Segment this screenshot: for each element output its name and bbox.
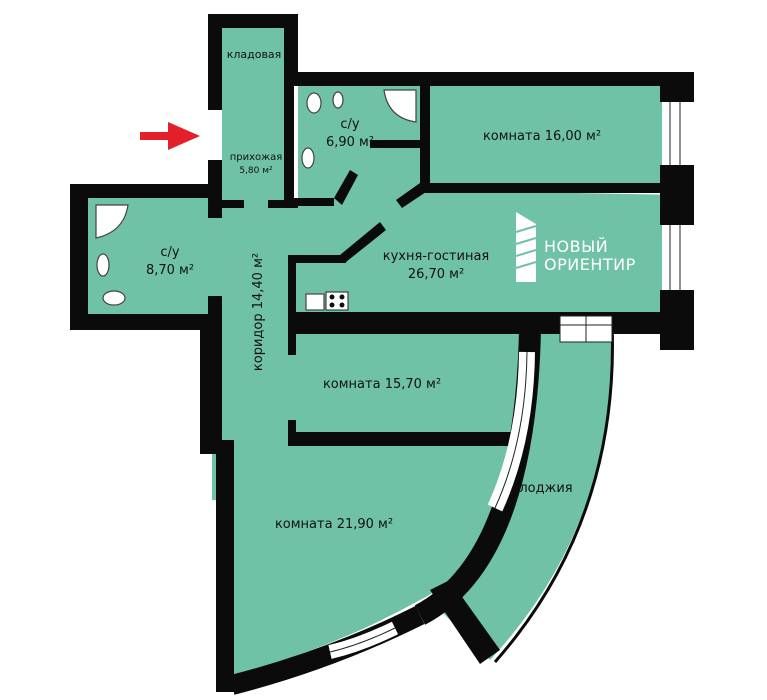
label-bath2-area: 8,70 м² xyxy=(146,263,194,278)
kitchen-area xyxy=(290,190,680,312)
label-bath1-name: с/у xyxy=(340,117,360,132)
entrance-arrow-icon xyxy=(140,122,200,150)
room219-area xyxy=(232,445,520,675)
building-logo-icon xyxy=(515,212,537,282)
label-storage: кладовая xyxy=(227,48,282,61)
shower2-icon xyxy=(95,204,129,239)
bidet-icon xyxy=(301,147,315,169)
logo-line2: ОРИЕНТИР xyxy=(544,255,636,274)
room157-area xyxy=(290,330,530,440)
fixtures xyxy=(95,89,417,311)
label-room16: комната 16,00 м² xyxy=(483,129,601,144)
sink-icon xyxy=(332,91,344,109)
toilet-icon xyxy=(306,92,322,114)
room16-area xyxy=(420,85,682,187)
label-hall-area: 5,80 м² xyxy=(239,166,273,176)
toilet2-icon xyxy=(102,290,126,306)
label-loggia: лоджия xyxy=(519,481,572,496)
label-bath2-name: с/у xyxy=(160,245,180,260)
label-bath1-area: 6,90 м² xyxy=(326,135,374,150)
sink2-icon xyxy=(96,253,110,277)
label-kitchen-name: кухня-гостиная xyxy=(383,249,490,264)
room-fills xyxy=(88,28,682,675)
label-corridor: коридор 14,40 м² xyxy=(251,253,266,371)
sink3-icon xyxy=(305,293,325,311)
label-hall-name: прихожая xyxy=(230,152,283,163)
stove-icon xyxy=(325,291,349,311)
windows xyxy=(328,102,690,659)
logo-line1: НОВЫЙ xyxy=(544,237,608,256)
storage-area xyxy=(222,28,292,208)
shower-icon xyxy=(383,89,417,123)
label-kitchen-area: 26,70 м² xyxy=(408,267,464,282)
label-room219: комната 21,90 м² xyxy=(275,517,393,532)
label-room157: комната 15,70 м² xyxy=(323,377,441,392)
